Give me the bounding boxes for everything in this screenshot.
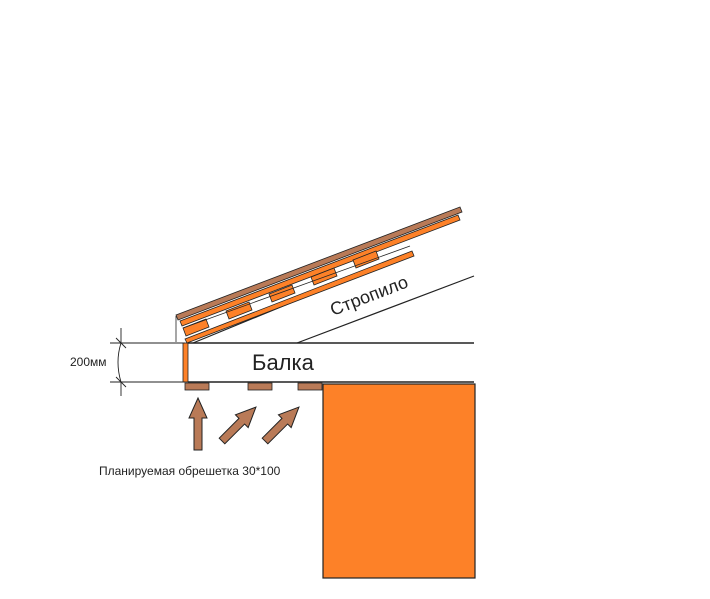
planned-batten — [247, 382, 273, 391]
planned-batten — [184, 382, 210, 391]
batten — [182, 318, 210, 337]
planned-battens-label: Планируемая обрешетка 30*100 — [99, 464, 281, 478]
batten — [225, 301, 253, 320]
arrow-diagonal — [261, 406, 300, 445]
roofing-sheet — [175, 206, 463, 321]
batten — [268, 284, 296, 303]
beam-label: Балка — [252, 350, 315, 375]
battens-row — [182, 250, 380, 337]
wall — [322, 383, 476, 579]
arrows — [188, 396, 300, 451]
arrow-up — [188, 396, 208, 451]
batten — [310, 267, 338, 286]
batten — [352, 250, 380, 269]
fascia-board — [182, 342, 189, 383]
arrow-diagonal — [218, 406, 257, 445]
rafter-top-board — [184, 250, 415, 344]
batten-upper-line — [182, 245, 411, 329]
dimension-label: 200мм — [70, 355, 107, 369]
planned-battens — [184, 382, 323, 391]
dimension-marker — [110, 328, 185, 396]
planned-batten — [297, 382, 323, 391]
counter-batten — [179, 214, 461, 327]
beam — [188, 342, 474, 383]
